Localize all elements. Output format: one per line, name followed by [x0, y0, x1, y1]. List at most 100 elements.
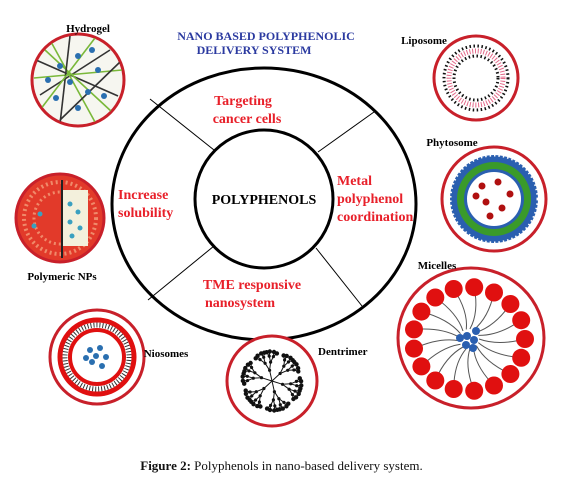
dendrimer-node [268, 369, 271, 372]
dendrimer-node [245, 396, 249, 400]
micelle-head [501, 365, 519, 383]
dendrimer-node [273, 404, 276, 407]
hydrogel-label: Hydrogel [66, 23, 110, 35]
dendrimer-node [252, 377, 255, 380]
divider-line [318, 112, 374, 152]
dendrimer-node [255, 390, 258, 393]
dendrimer-node [258, 400, 261, 403]
micelle-head [516, 330, 534, 348]
segment-right-line-3: coordination [337, 210, 413, 225]
liposome-carrier: Liposome [401, 35, 518, 120]
dendrimer-node [299, 379, 303, 383]
dentrimer-carrier: Dentrimer [227, 336, 368, 426]
dendrimer-node [283, 358, 286, 361]
divider-line [316, 248, 362, 306]
hydrogel-carrier: Hydrogel [32, 23, 124, 126]
dendrimer-node [286, 369, 289, 372]
niosomes-carrier: Niosomes [50, 310, 189, 404]
dendrimer-node [289, 382, 292, 385]
dendrimer-node [293, 390, 296, 393]
phytosome-carrier: Phytosome [426, 137, 546, 251]
segment-right-line-2: polyphenol [337, 192, 403, 207]
dendrimer-node [268, 349, 272, 353]
dendrimer-node [285, 354, 289, 358]
dendrimer-node [265, 406, 269, 410]
dendrimer-node [281, 383, 284, 386]
figure-caption-text: Polyphenols in nano-based delivery syste… [191, 458, 423, 473]
dendrimer-node [269, 404, 272, 407]
dendrimer-node [250, 394, 253, 397]
dendrimer-node [275, 351, 279, 355]
segment-left-line-2: solubility [118, 206, 173, 221]
segment-top-line-2: cancer cells [213, 112, 282, 127]
dendrimer-node [247, 369, 250, 372]
header-line-2: DELIVERY SYSTEM [197, 43, 312, 57]
header-line-1: NANO BASED POLYPHENOLIC [177, 29, 355, 43]
figure-caption-label: Figure 2: [140, 458, 191, 473]
micelle-head [501, 295, 519, 313]
micelles-label: Micelles [418, 260, 457, 272]
micelle-head [445, 280, 463, 298]
dendrimer-node [253, 371, 256, 374]
micelle-head [485, 284, 503, 302]
micelle-head [485, 377, 503, 395]
micelle-head [512, 349, 530, 367]
segment-right-line-1: Metal [337, 174, 372, 189]
center-label: POLYPHENOLS [212, 193, 317, 208]
dendrimer-node [272, 398, 275, 401]
dendrimer-node [272, 355, 275, 358]
dendrimer-node [264, 362, 267, 365]
dendrimer-node [273, 390, 276, 393]
micelle-head [405, 340, 423, 358]
micelle-head [405, 320, 423, 338]
liposome-inner-heads [454, 56, 498, 100]
dendrimer-node [296, 369, 300, 373]
dendrimer-node [269, 361, 272, 364]
micelle-head [426, 372, 444, 390]
dendrimer-node [295, 384, 298, 387]
segment-left-line-1: Increase [118, 188, 168, 203]
dendrimer-node [262, 356, 265, 359]
dendrimer-node [287, 360, 290, 363]
dendrimer-node [254, 398, 257, 401]
dendrimer-node [250, 366, 253, 369]
dendrimer-node [295, 380, 298, 383]
dendrimer-node [259, 358, 262, 361]
dendrimer-node [262, 387, 265, 390]
liposome-label: Liposome [401, 35, 447, 47]
dendrimer-node [288, 388, 291, 391]
micelle-head [412, 303, 430, 321]
dendrimer-node [291, 365, 294, 368]
divider-line [150, 99, 214, 150]
dendrimer-node [244, 388, 248, 392]
dendrimer-node [246, 379, 249, 382]
dendrimer-node [279, 372, 282, 375]
micelle-head [465, 278, 483, 296]
dendrimer-node [246, 375, 249, 378]
micelle-head [412, 357, 430, 375]
micelle-head [465, 382, 483, 400]
dentrimer-label: Dentrimer [318, 346, 368, 358]
segment-top-line-1: Targeting [214, 94, 272, 109]
dendrimer-node [272, 408, 276, 412]
micelles-carrier: Micelles [398, 260, 544, 408]
polymeric-nps-label: Polymeric NPs [27, 271, 97, 283]
polymeric-nps-carrier: Polymeric NPs [16, 174, 104, 283]
dendrimer-node [279, 403, 282, 406]
micelle-head [426, 289, 444, 307]
dendrimer-node [248, 361, 252, 365]
dendrimer-node [268, 355, 271, 358]
figure-caption: Figure 2: Polyphenols in nano-based deli… [0, 458, 563, 474]
dendrimer-node [291, 393, 294, 396]
dendrimer-node [249, 390, 252, 393]
dendrimer-node [241, 379, 245, 383]
micelle-head [512, 311, 530, 329]
dendrimer-node [292, 368, 295, 371]
polymeric-nps-border [16, 174, 104, 262]
dendrimer-node [294, 362, 298, 366]
dendrimer-node [277, 397, 280, 400]
micelle-head [445, 380, 463, 398]
segment-bottom-line-2: nanosystem [205, 296, 275, 311]
